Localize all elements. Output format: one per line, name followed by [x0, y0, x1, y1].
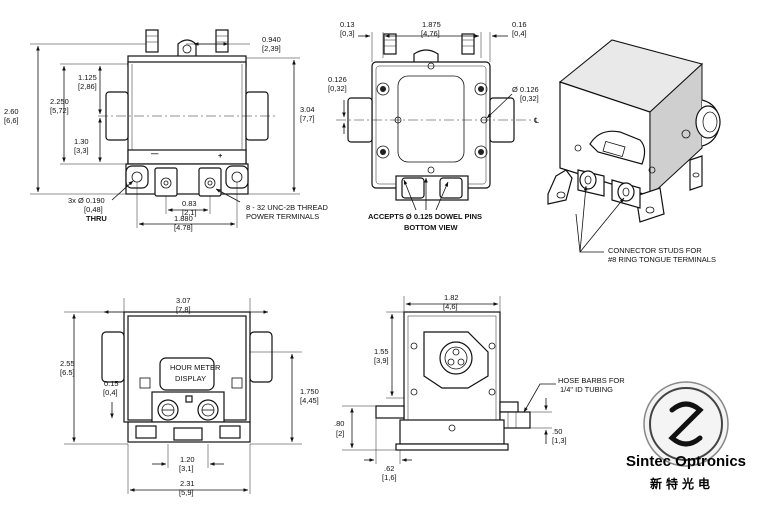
dim-130: 1.30	[74, 137, 89, 146]
dim-1125-mm: [2,86]	[78, 82, 97, 91]
dim-155-mm: [3,9]	[374, 356, 389, 365]
iso-foot-right	[635, 187, 665, 223]
dim-062-mm: [1,6]	[382, 473, 397, 482]
dim-062: .62	[384, 464, 394, 473]
display-label-1: HOUR METER	[170, 363, 221, 372]
dim-0940-mm: [2,39]	[262, 44, 281, 53]
dim-050-mm: [1,3]	[552, 436, 567, 445]
dim-182: 1.82	[444, 293, 459, 302]
hose-barb-left	[145, 29, 159, 53]
dim-304: 3.04	[300, 105, 315, 114]
dim-015-mm: [0,4]	[103, 388, 118, 397]
bottom-plate	[397, 75, 465, 163]
body-outline	[127, 61, 247, 165]
dim-013: 0.13	[340, 20, 355, 29]
dim-260-mm: [6,6]	[4, 116, 19, 125]
centerline-symbol: ℄	[533, 116, 540, 125]
dim-1880-mm: [4.78]	[174, 223, 193, 232]
dim-050: .50	[552, 427, 562, 436]
bottom-body	[371, 61, 491, 189]
dim-0126-right-mm: [0,32]	[520, 94, 539, 103]
company-logo: Sintec Optronics 新特光电	[626, 381, 746, 491]
dim-0126-right: Ø 0.126	[512, 85, 539, 94]
side-view: 1.82 [4,6] 1.55 [3,9] .80 [2] .62 [1,6] …	[334, 293, 625, 482]
iso-stud-right	[617, 182, 635, 202]
minus-sign: —	[151, 149, 159, 158]
connector-callout-2: #8 RING TONGUE TERMINALS	[608, 255, 716, 264]
dim-0940: 0.940	[262, 35, 281, 44]
dim-1875: 1.875	[422, 20, 441, 29]
dim-015: 0.15	[104, 379, 119, 388]
logo-chinese-name: 新特光电	[650, 476, 714, 491]
terminal-block-left	[154, 167, 178, 197]
connector-callout-1: CONNECTOR STUDS FOR	[608, 246, 702, 255]
dim-255: 2.55	[60, 359, 75, 368]
dim-1125: 1.125	[78, 73, 97, 82]
logo-name: Sintec Optronics	[626, 453, 746, 470]
hole-callout-3: THRU	[86, 214, 107, 223]
plus-sign: +	[218, 151, 223, 160]
thread-callout-2: POWER TERMINALS	[246, 212, 319, 221]
dim-304-mm: [7,7]	[300, 114, 315, 123]
thread-callout-1: 8 - 32 UNC-2B THREAD	[246, 203, 329, 212]
top-view: — + 0.940 [2,39] 2.60 [6,6] 2.250 [5,72]…	[4, 29, 329, 232]
dim-0126-left-mm: [0,32]	[328, 84, 347, 93]
dim-016-mm: [0,4]	[512, 29, 527, 38]
iso-hose-port	[695, 105, 721, 139]
bottom-view: 1.875 [4,76] 0.13 [0,3] 0.16 [0,4] 0.126…	[328, 20, 540, 232]
isometric-view: CONNECTOR STUDS FOR #8 RING TONGUE TERMI…	[547, 39, 721, 264]
hose-callout-2: 1/4" ID TUBING	[560, 385, 613, 394]
dim-120: 1.20	[180, 455, 195, 464]
dim-231: 2.31	[180, 479, 195, 488]
hole-callout-1: 3x Ø 0.190	[68, 196, 105, 205]
dim-1750-mm: [4,45]	[300, 396, 319, 405]
dim-2250: 2.250	[50, 97, 69, 106]
iso-foot-left	[547, 169, 573, 205]
front-view: HOUR METER DISPLAY 3.07 [7,8] 2.55 [6.5]…	[60, 296, 319, 497]
dim-231-mm: [5,9]	[179, 488, 194, 497]
iso-connector-housing	[589, 130, 646, 165]
dim-307-mm: [7,8]	[176, 305, 191, 314]
logo-swirl-icon	[668, 401, 704, 447]
dim-1750: 1.750	[300, 387, 319, 396]
dim-260: 2.60	[4, 107, 19, 116]
hour-meter-window	[159, 357, 215, 391]
dim-2250-mm: [5,72]	[50, 106, 69, 115]
dim-155: 1.55	[374, 347, 389, 356]
dim-080: .80	[334, 419, 344, 428]
dowel-callout: ACCEPTS Ø 0.125 DOWEL PINS	[368, 212, 482, 221]
dim-120-mm: [3,1]	[179, 464, 194, 473]
dim-083-mm: [2,1]	[182, 208, 197, 217]
dim-1880: 1.880	[174, 214, 193, 223]
dim-016: 0.16	[512, 20, 527, 29]
hose-barb-right	[215, 29, 229, 53]
display-label-2: DISPLAY	[175, 374, 206, 383]
hose-callout-1: HOSE BARBS FOR	[558, 376, 625, 385]
dim-080-mm: [2]	[336, 429, 344, 438]
bottom-view-label: BOTTOM VIEW	[404, 223, 459, 232]
dim-130-mm: [3,3]	[74, 146, 89, 155]
dim-307: 3.07	[176, 296, 191, 305]
hole-callout-2: [0,48]	[84, 205, 103, 214]
dim-182-mm: [4,6]	[443, 302, 458, 311]
dim-255-mm: [6.5]	[60, 368, 75, 377]
iso-stud-left	[579, 170, 597, 190]
dim-013-mm: [0,3]	[340, 29, 355, 38]
terminal-block-right	[198, 167, 222, 197]
dim-083: 0.83	[182, 199, 197, 208]
dim-1875-mm: [4,76]	[421, 29, 440, 38]
dim-0126-left: 0.126	[328, 75, 347, 84]
